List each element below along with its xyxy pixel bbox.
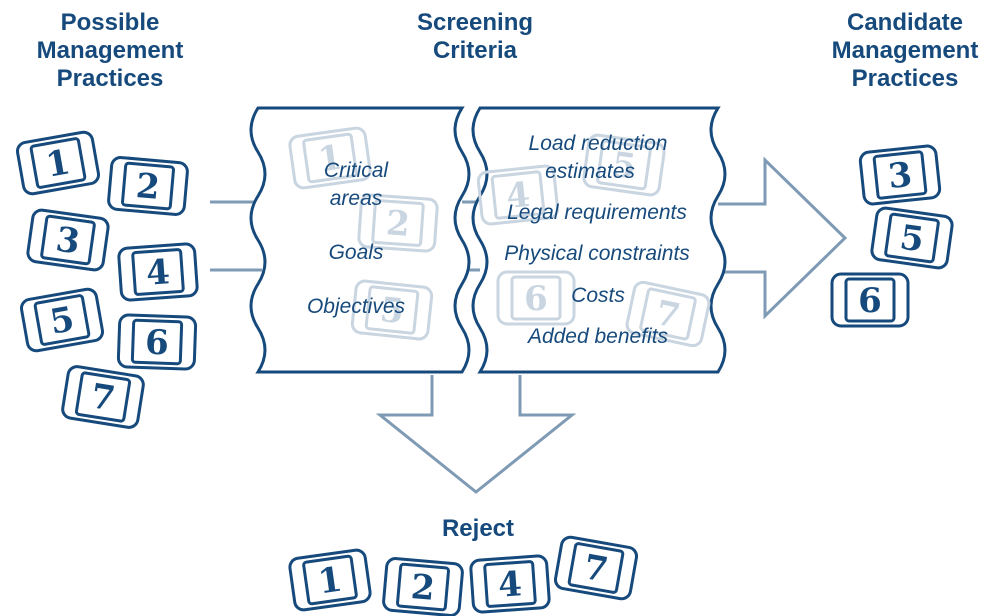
reject-arrow <box>375 375 577 494</box>
practice-number: 2 <box>409 567 436 609</box>
ghost-card: 4 <box>475 163 561 227</box>
practice-number: 3 <box>53 220 82 263</box>
practice-number: 6 <box>858 281 882 321</box>
ghost-card: 5 <box>349 278 435 342</box>
ghost-card-number: 1 <box>316 138 345 181</box>
left-criteria: Critical areas Goals Objectives <box>307 159 406 318</box>
criteria-label: Objectives <box>307 295 406 318</box>
practice-card: 4 <box>116 241 200 303</box>
practice-number: 5 <box>897 218 926 261</box>
candidate-card: 6 <box>830 272 910 328</box>
practice-number: 3 <box>886 155 914 197</box>
practice-number: 1 <box>316 560 345 603</box>
practice-card: 2 <box>106 155 190 217</box>
practice-card: 6 <box>116 313 198 371</box>
candidate-card: 5 <box>869 205 955 271</box>
header-line: Management <box>832 37 979 64</box>
practice-number: 4 <box>145 252 171 294</box>
ghost-card: 6 <box>496 270 576 326</box>
practice-number: 4 <box>497 564 523 606</box>
right-criteria: Load reduction estimates Legal requireme… <box>504 132 690 348</box>
ghost-card: 1 <box>287 125 373 191</box>
header-line: Screening <box>417 9 533 36</box>
possible-practices: 1 2 3 4 5 6 7 <box>14 129 200 431</box>
practice-card: 7 <box>59 363 147 431</box>
header-line: Criteria <box>433 37 518 64</box>
candidate-practices-header: Candidate Management Practices <box>832 9 979 92</box>
ghost-card-number: 5 <box>378 290 406 332</box>
practice-card: 3 <box>25 207 111 273</box>
ghost-card-number: 5 <box>609 145 638 188</box>
rejected-card: 4 <box>468 553 552 615</box>
rejected-practices: 1 2 4 7 <box>287 534 640 616</box>
candidate-practices: 3 5 6 <box>830 143 955 328</box>
possible-practices-header: Possible Management Practices <box>37 9 184 92</box>
screening-criteria-header: Screening Criteria <box>417 9 533 64</box>
header-line: Practices <box>57 65 164 92</box>
practice-card: 5 <box>18 286 106 354</box>
rejected-card: 1 <box>287 547 373 613</box>
practice-number: 2 <box>134 166 161 208</box>
header-line: Practices <box>852 65 959 92</box>
rejected-card: 7 <box>552 534 640 602</box>
ghost-card-number: 2 <box>385 203 411 245</box>
candidate-arrow <box>718 156 848 320</box>
ghost-card: 5 <box>581 132 667 198</box>
header-line: Possible <box>61 9 160 36</box>
practice-number: 6 <box>144 323 169 364</box>
practice-card: 1 <box>14 129 102 197</box>
header-line: Management <box>37 37 184 64</box>
ghost-card-number: 4 <box>504 175 532 217</box>
criteria-label: Critical <box>324 159 390 182</box>
criteria-label: Load reduction <box>529 132 668 155</box>
criteria-label: Legal requirements <box>507 201 687 224</box>
rejected-card: 2 <box>381 556 465 616</box>
criteria-label: Added benefits <box>526 325 669 348</box>
candidate-card: 3 <box>857 143 943 207</box>
criteria-label: Costs <box>571 284 625 307</box>
ghost-card: 2 <box>356 192 440 254</box>
header-line: Candidate <box>847 9 963 36</box>
criteria-label: Physical constraints <box>504 242 690 265</box>
criteria-label: estimates <box>545 160 635 183</box>
ghost-card-number: 6 <box>524 279 548 319</box>
criteria-label: Goals <box>329 241 384 264</box>
reject-label: Reject <box>442 515 514 542</box>
criteria-label: areas <box>330 187 383 210</box>
